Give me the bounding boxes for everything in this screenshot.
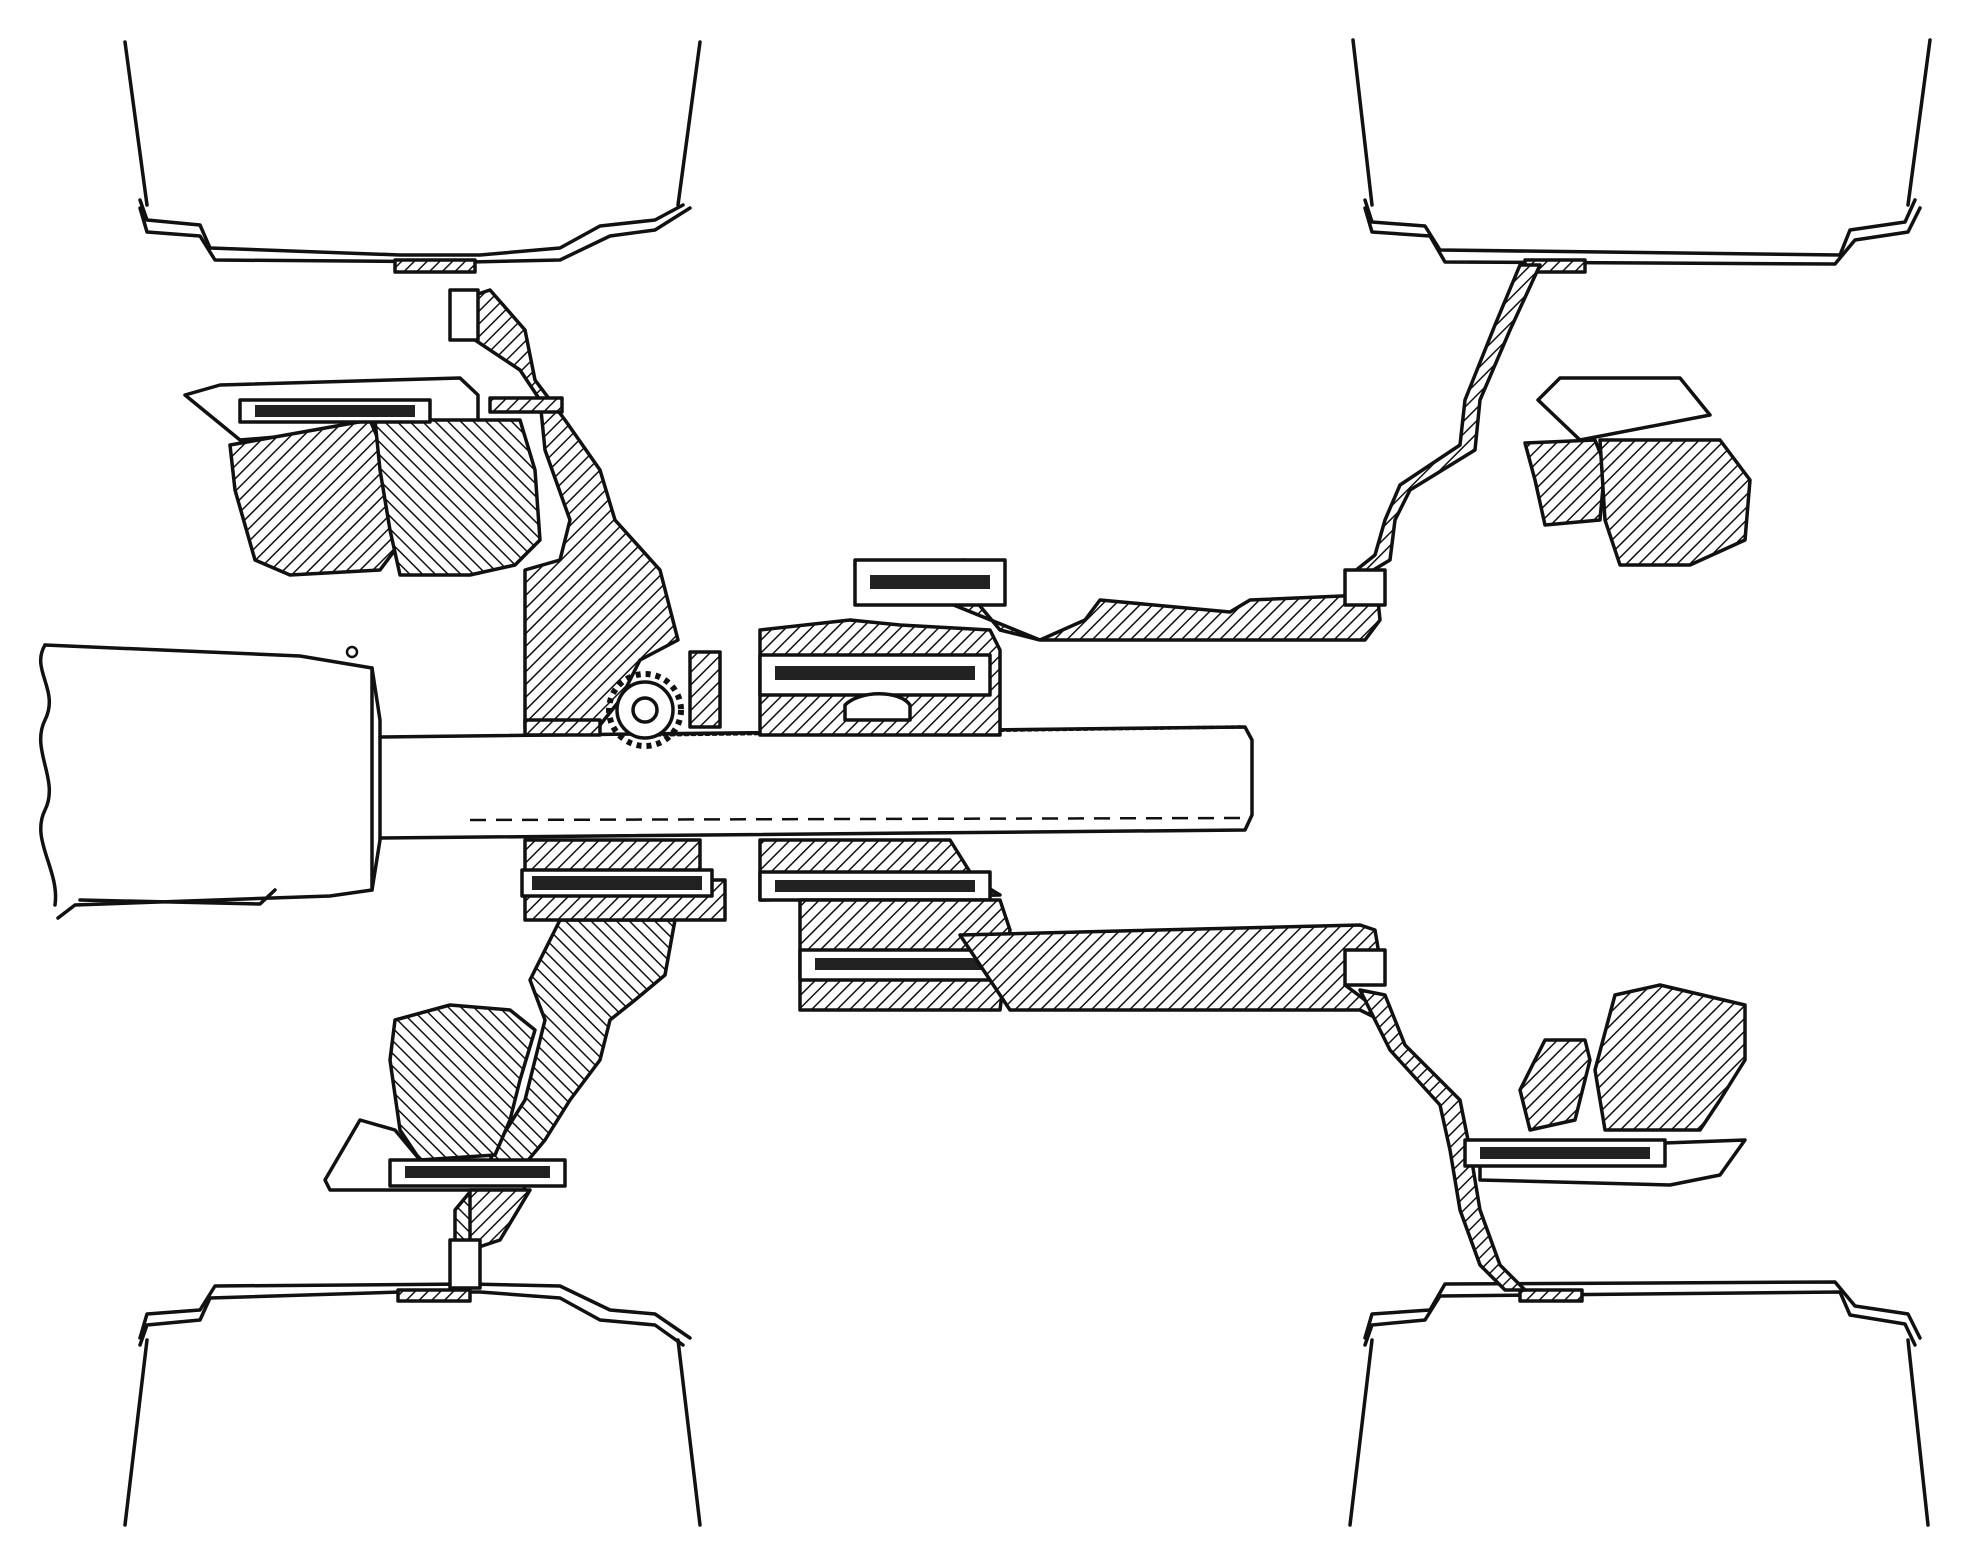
right-hub-lower [758, 838, 1382, 1022]
left-hub-upper [448, 288, 680, 737]
left-upper-wheel [123, 40, 702, 274]
right-lower-wheel [1348, 1280, 1930, 1527]
gear-icon [606, 671, 684, 749]
right-upper-wheel [1351, 38, 1932, 274]
axle-shaft [378, 725, 1254, 840]
right-lower-brake [1463, 983, 1747, 1187]
left-upper-brake [183, 376, 542, 577]
left-lower-brake [323, 1003, 567, 1252]
right-lower-spoke [1343, 948, 1527, 1292]
right-upper-brake [1523, 376, 1752, 567]
left-lower-wheel [123, 1282, 702, 1527]
bolt-icon [448, 868, 714, 1290]
axle-housing [38, 643, 382, 920]
stop-block [688, 650, 722, 729]
right-upper-spoke [1343, 263, 1542, 607]
right-hub-upper [758, 558, 1382, 737]
